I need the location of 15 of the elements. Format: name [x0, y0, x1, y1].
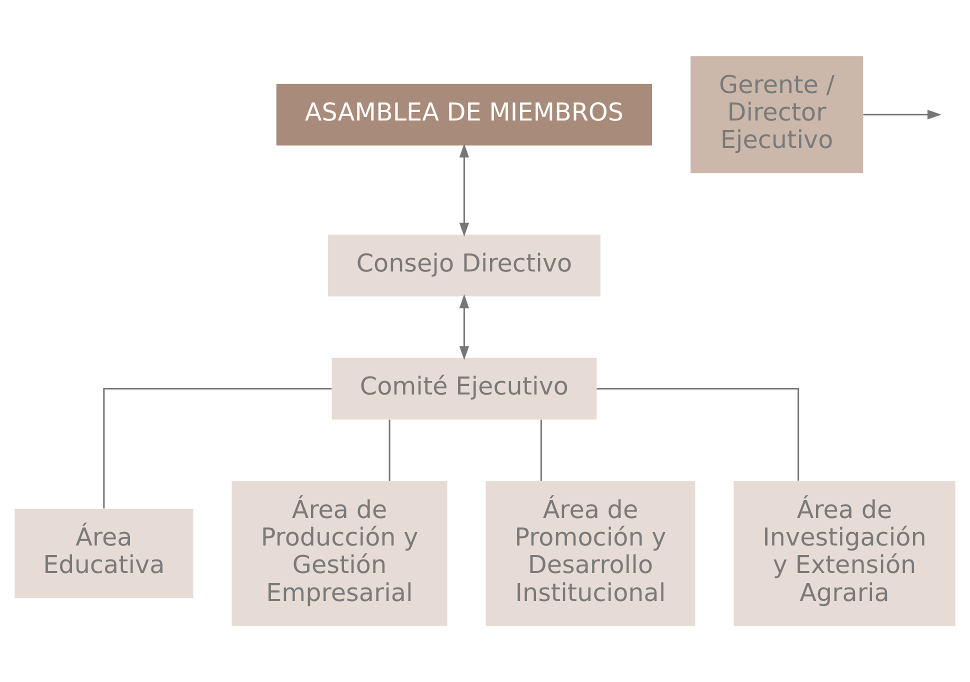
node-box: Área de Producción y Gestión Empresarial [232, 481, 448, 626]
connector [540, 420, 542, 481]
arrow [863, 110, 942, 120]
node-box: Gerente / Director Ejecutivo [690, 56, 863, 174]
node-box: Comité Ejecutivo [332, 358, 597, 420]
node-box: Área de Promoción y Desarrollo Institucional [486, 481, 696, 626]
node-box: ASAMBLEA DE MIEMBROS [276, 84, 652, 146]
node-box: Área Educativa [14, 508, 194, 598]
arrow [459, 294, 470, 360]
connector [103, 388, 332, 508]
node-box: Área de Investigación y Extensión Agraria [734, 481, 956, 626]
connector [596, 388, 800, 481]
node-box: Consejo Directivo [328, 234, 600, 296]
arrow [459, 144, 470, 237]
connector [388, 420, 390, 481]
